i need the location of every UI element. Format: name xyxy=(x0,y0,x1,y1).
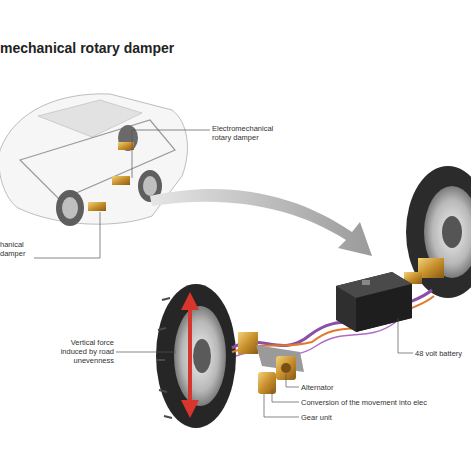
callout-label: Gear unit xyxy=(301,413,332,422)
car-body-part xyxy=(112,176,130,185)
callout-label: 48 volt battery xyxy=(415,349,462,358)
front-wheel-part xyxy=(156,284,236,428)
leader-lines-part xyxy=(132,130,210,178)
damper-unit xyxy=(238,332,304,394)
force-arrow-part xyxy=(181,292,199,310)
battery xyxy=(336,272,412,332)
damper-unit-part xyxy=(258,372,276,394)
leader-lines-part xyxy=(398,318,413,353)
callout-label: Vertical force induced by road unevennes… xyxy=(48,338,114,365)
callout-label: Conversion of the movement into elec xyxy=(301,398,427,407)
transition-arrow-part xyxy=(150,189,372,256)
car-body-part xyxy=(118,142,134,150)
front-wheel-part xyxy=(174,306,226,406)
leader-lines-part xyxy=(264,394,299,417)
leader-lines-part xyxy=(34,212,100,258)
car-body-part xyxy=(118,125,138,151)
car-body xyxy=(0,94,187,226)
battery-part xyxy=(336,272,412,332)
callout-label: hanical damper xyxy=(0,240,32,258)
car-body-part xyxy=(143,176,157,196)
rear-wheel-part xyxy=(442,216,462,248)
callout-label: Electromechanical rotary damper xyxy=(212,124,292,142)
transition-arrow xyxy=(150,189,372,256)
battery-part xyxy=(362,280,370,285)
damper-unit-part xyxy=(238,332,258,354)
leader-lines-part xyxy=(116,352,176,353)
diagram-title: mechanical rotary damper xyxy=(0,40,174,56)
car-body-part xyxy=(62,197,78,219)
force-arrow xyxy=(181,292,199,418)
damper-unit-part xyxy=(281,363,291,373)
force-arrow-part xyxy=(181,400,199,418)
leader-lines-part xyxy=(286,374,299,387)
car-body-part xyxy=(88,202,106,211)
front-wheel-part xyxy=(157,298,172,418)
front-wheel xyxy=(156,284,236,428)
battery-part xyxy=(356,284,412,332)
leader-lines xyxy=(34,130,413,417)
car-body-part xyxy=(20,120,175,200)
front-wheel-part xyxy=(193,339,211,373)
leader-lines-part xyxy=(272,390,299,402)
callout-label: Alternator xyxy=(301,383,334,392)
car-body-part xyxy=(56,190,84,226)
force-arrow-part xyxy=(188,306,192,404)
rear-wheel xyxy=(404,166,471,298)
